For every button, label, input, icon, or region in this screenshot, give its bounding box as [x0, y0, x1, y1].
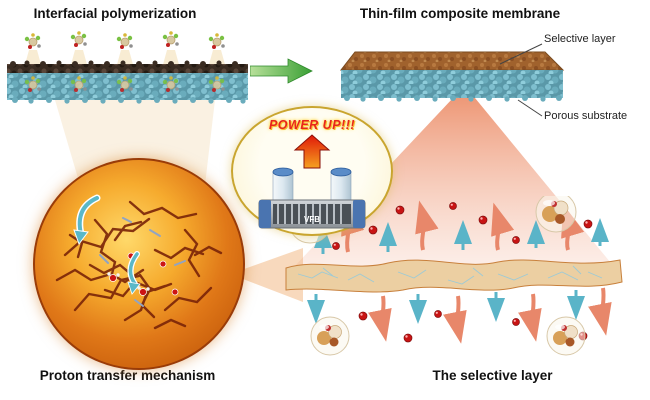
proton-hop-arrows — [73, 194, 141, 295]
power-up-callout: POWER UP!!! — [231, 106, 393, 236]
title-proton-transfer: Proton transfer mechanism — [39, 368, 216, 383]
annotation-lines — [499, 43, 543, 117]
polymer-network — [55, 194, 223, 330]
process-arrow-icon — [250, 58, 313, 84]
selective-layer-scene — [285, 196, 623, 356]
selective-layer-label: Selective layer — [544, 33, 616, 45]
vfb-stack: VFB — [258, 199, 366, 229]
zoom-beam-circle — [230, 248, 303, 302]
vfb-battery-graphic: VFB — [258, 134, 366, 229]
top-layer-bumps — [10, 60, 238, 67]
substrate-bottom-bumps — [344, 95, 562, 102]
interfacial-polymerization-illustration — [7, 30, 248, 104]
nitrogen-sites — [99, 217, 186, 307]
water-molecules — [107, 252, 179, 296]
proton-flux-down-arrows — [368, 287, 612, 344]
porous-substrate-front-face — [341, 70, 563, 98]
title-interfacial-polymerization: Interfacial polymerization — [33, 6, 197, 21]
water-flux-arrows — [307, 218, 609, 324]
polymer-top-layer-left — [7, 64, 248, 73]
power-up-text: POWER UP!!! — [268, 118, 356, 132]
composite-membrane-slab — [339, 51, 565, 102]
power-arrow-icon — [293, 134, 331, 169]
title-thin-film-composite: Thin-film composite membrane — [359, 6, 561, 21]
monomer-molecules — [24, 30, 226, 50]
title-selective-layer: The selective layer — [432, 368, 553, 383]
selective-layer-sheet — [285, 259, 623, 293]
proton-transfer-circle — [33, 158, 245, 370]
porous-substrate-label: Porous substrate — [544, 110, 628, 122]
vfb-label: VFB — [304, 215, 320, 224]
porous-bottom-bumps — [12, 97, 246, 104]
network-bonds — [55, 200, 223, 330]
crackle-texture — [297, 265, 603, 285]
